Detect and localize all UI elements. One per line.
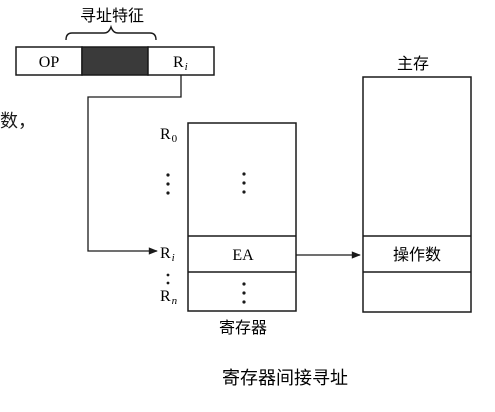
instruction-word: OP Ri (15, 46, 215, 76)
addressing-mode-field (81, 46, 149, 76)
register-file: EA (187, 122, 297, 312)
register-label-r0: R0 (160, 126, 178, 145)
addressing-field-brace (65, 24, 157, 41)
addressing-field-label: 寻址特征 (80, 6, 144, 25)
register-field-label: Ri (173, 54, 188, 73)
ea-label: EA (232, 247, 254, 264)
register-label-rn: Rn (160, 288, 178, 307)
op-label: OP (39, 54, 60, 71)
register-lower-ellipsis (242, 282, 246, 304)
main-memory-title: 主存 (397, 54, 429, 73)
main-memory-box (362, 76, 472, 313)
op-field (15, 46, 83, 76)
register-label-ri-rn-dots (166, 273, 170, 285)
register-file-caption: 寄存器 (219, 318, 267, 337)
operand-label: 操作数 (393, 245, 441, 264)
ri-pointer-line (87, 75, 182, 255)
register-file-box (187, 122, 297, 312)
register-upper-ellipsis (242, 172, 246, 194)
figure-caption: 寄存器间接寻址 (222, 368, 348, 389)
register-label-ri: Ri (160, 245, 175, 264)
register-label-ellipsis (166, 173, 170, 195)
main-memory: 操作数 (362, 76, 472, 313)
left-cutoff-text: 数， (0, 111, 36, 132)
